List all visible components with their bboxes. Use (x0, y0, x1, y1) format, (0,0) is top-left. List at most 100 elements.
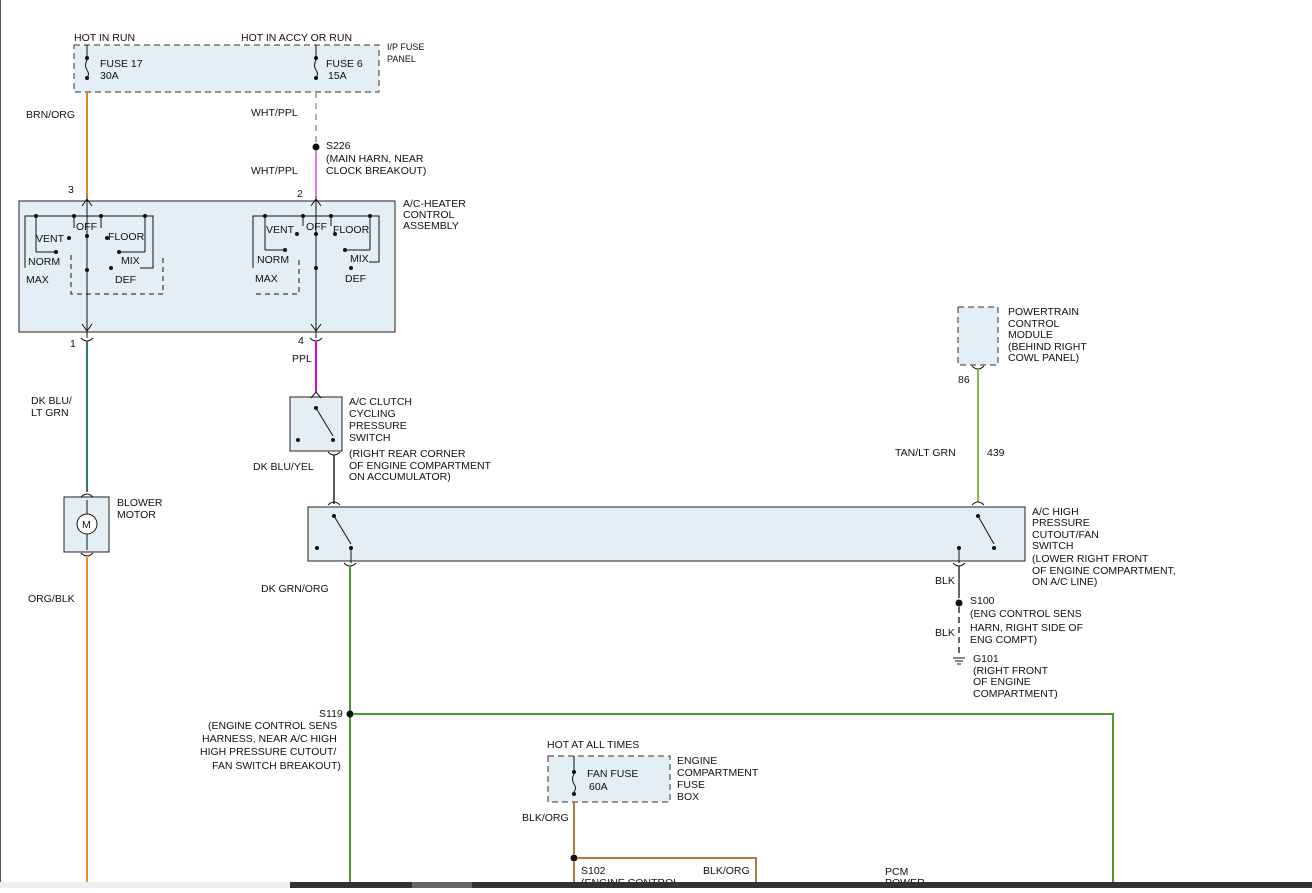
wire-dk-grn-org-branch (353, 713, 1114, 882)
pcm-power-label-1: PCM (885, 866, 908, 878)
wire-label-ppl: PPL (292, 353, 312, 365)
clutch-switch-connector (327, 451, 341, 456)
wire-label-blk-org-1: BLK/ORG (522, 812, 569, 824)
fuse-box-label-4: BOX (677, 791, 699, 803)
hot-in-run-label: HOT IN RUN (74, 32, 135, 44)
pcm-connector (971, 365, 985, 370)
ground-g101-id: G101 (973, 653, 999, 665)
right-norm-label: NORM (257, 254, 289, 266)
hp-switch-right-top-connector (971, 501, 985, 506)
left-bottom-arrow (81, 323, 93, 332)
clutch-switch-label-4: SWITCH (349, 432, 390, 444)
motor-icon (76, 513, 98, 535)
hp-switch-label-3: CUTOUT/FAN (1032, 529, 1099, 541)
splice-s226-dot (312, 143, 320, 151)
fan-fuse-amp: 60A (589, 781, 608, 793)
blower-top-connector (80, 493, 94, 498)
fuse-box-label-3: FUSE (677, 779, 705, 791)
ground-g101-loc-2: OF ENGINE (973, 676, 1031, 688)
ip-fuse-panel-box (73, 44, 380, 93)
fuse6-label: FUSE 6 (326, 58, 363, 70)
clutch-switch-loc-1: (RIGHT REAR CORNER (349, 448, 466, 460)
control-assembly-label-1: A/C-HEATER (403, 198, 466, 210)
splice-s100-loc-3: ENG COMPT) (970, 634, 1037, 646)
hp-switch-label-1: A/C HIGH (1032, 506, 1079, 518)
splice-s119-loc-4: FAN SWITCH BREAKOUT) (212, 760, 341, 772)
ip-fuse-panel-label-2: PANEL (387, 54, 416, 64)
hp-switch-left-blade (333, 515, 352, 545)
right-max-label: MAX (255, 273, 278, 285)
splice-s119-loc-3: HIGH PRESSURE CUTOUT/ (200, 746, 336, 758)
left-max-label: MAX (26, 274, 49, 286)
horizontal-scrollbar[interactable] (290, 882, 1312, 888)
left-vent-label: VENT (36, 233, 65, 245)
fuse6-symbol (314, 45, 318, 80)
left-mode-switch (24, 214, 164, 295)
pin-2-label: 2 (297, 188, 303, 200)
fuse17-amp: 30A (100, 70, 119, 82)
motor-symbol: M (82, 519, 91, 531)
bottom-band (0, 882, 290, 888)
hp-switch-label-4: SWITCH (1032, 540, 1073, 552)
hp-switch-label-2: PRESSURE (1032, 517, 1090, 529)
fuse-box-label-2: COMPARTMENT (677, 767, 759, 779)
splice-s100-id: S100 (970, 595, 995, 607)
wire-label-dk-blu-1: DK BLU/ (31, 395, 72, 407)
right-def-label: DEF (345, 273, 366, 285)
pin-1-label: 1 (70, 338, 76, 350)
control-assembly-label-3: ASSEMBLY (403, 220, 459, 232)
splice-s102-dot (570, 854, 578, 862)
splice-s226-loc-2: CLOCK BREAKOUT) (326, 165, 426, 177)
pin-1-connector (80, 337, 94, 342)
hp-switch-left-bottom-connector (343, 562, 357, 567)
wire-label-dk-blu-yel: DK BLU/YEL (253, 461, 314, 473)
pin-4-connector (309, 337, 323, 342)
right-floor-label: FLOOR (333, 224, 370, 236)
hot-at-all-times-label: HOT AT ALL TIMES (547, 739, 639, 751)
hp-switch-loc-3: ON A/C LINE) (1032, 576, 1097, 588)
fuse17-label: FUSE 17 (100, 58, 143, 70)
ground-g101-loc-3: COMPARTMENT) (973, 688, 1058, 700)
wire-label-org-blk: ORG/BLK (28, 593, 75, 605)
hp-cutout-switch-box (307, 506, 1026, 562)
scrollbar-thumb[interactable] (412, 882, 472, 888)
left-floor-label: FLOOR (108, 231, 145, 243)
splice-s226-id: S226 (326, 140, 351, 152)
clutch-switch-label-1: A/C CLUTCH (349, 396, 412, 408)
ac-heater-control-box (18, 200, 396, 333)
blower-label-2: MOTOR (117, 509, 156, 521)
wire-label-brn-org: BRN/ORG (26, 109, 75, 121)
pcm-label-2: CONTROL (1008, 318, 1059, 330)
splice-s100-loc-1: (ENG CONTROL SENS (970, 608, 1082, 620)
right-top-arrow (310, 198, 322, 207)
wire-label-blk-2: BLK (935, 627, 955, 639)
ac-clutch-switch-box (289, 396, 343, 452)
splice-s100-loc-2: HARN, RIGHT SIDE OF (970, 622, 1083, 634)
ip-fuse-panel-label-1: I/P FUSE (387, 42, 424, 52)
splice-s119-loc-2: HARNESS, NEAR A/C HIGH (202, 733, 337, 745)
ground-g101-loc-1: (RIGHT FRONT (973, 665, 1049, 677)
left-top-arrow (81, 198, 93, 207)
wire-blk-org-branch (577, 857, 757, 882)
hp-switch-right-bottom-connector (952, 562, 966, 567)
hp-switch-left-top-connector (327, 501, 341, 506)
clutch-switch-blade (315, 407, 334, 437)
pin-4-label: 4 (298, 335, 304, 347)
splice-s119-loc-1: (ENGINE CONTROL SENS (208, 720, 337, 732)
clutch-switch-label-2: CYCLING (349, 408, 396, 420)
pcm-box (957, 306, 999, 366)
wire-label-wht-ppl-1: WHT/PPL (251, 107, 298, 119)
pcm-label-1: POWERTRAIN (1008, 306, 1079, 318)
pin-3-label: 3 (68, 184, 74, 196)
splice-s102-id: S102 (581, 865, 606, 877)
splice-s226-loc-1: (MAIN HARN, NEAR (326, 153, 424, 165)
splice-s119-dot (346, 710, 354, 718)
right-bottom-arrow (310, 323, 322, 332)
fan-fuse-label: FAN FUSE (587, 768, 638, 780)
blower-label-1: BLOWER (117, 497, 163, 509)
wire-label-blk-org-2: BLK/ORG (703, 865, 750, 877)
wire-label-tan-lt-grn: TAN/LT GRN (895, 447, 956, 459)
clutch-switch-top-arrow (310, 391, 322, 399)
control-assembly-label-2: CONTROL (403, 209, 454, 221)
